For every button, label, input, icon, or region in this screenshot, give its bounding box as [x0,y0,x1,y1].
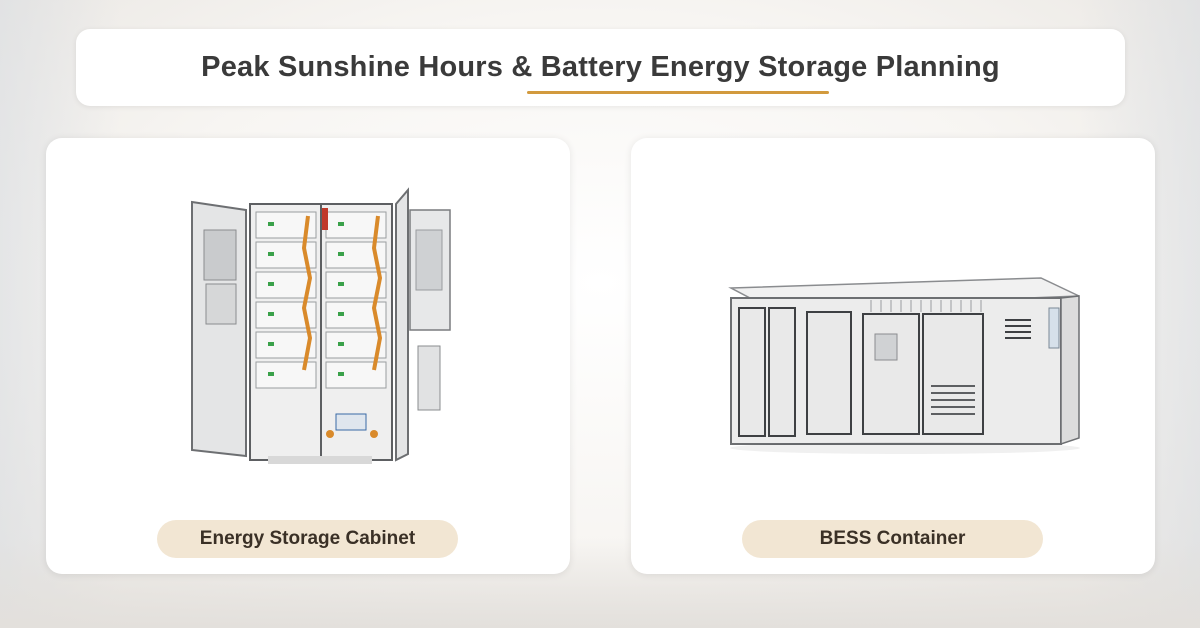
bess-container-image [728,277,1080,454]
product-card-cabinet[interactable]: Energy Storage Cabinet [46,138,570,574]
title-banner: Peak Sunshine Hours & Battery Energy Sto… [76,29,1125,106]
title-underline [527,91,829,94]
page-title: Peak Sunshine Hours & Battery Energy Sto… [201,51,1000,83]
product-label-cabinet: Energy Storage Cabinet [157,520,458,558]
product-card-container[interactable]: BESS Container [631,138,1155,574]
product-label-container: BESS Container [742,520,1043,558]
battery-cabinet-image [191,187,451,464]
